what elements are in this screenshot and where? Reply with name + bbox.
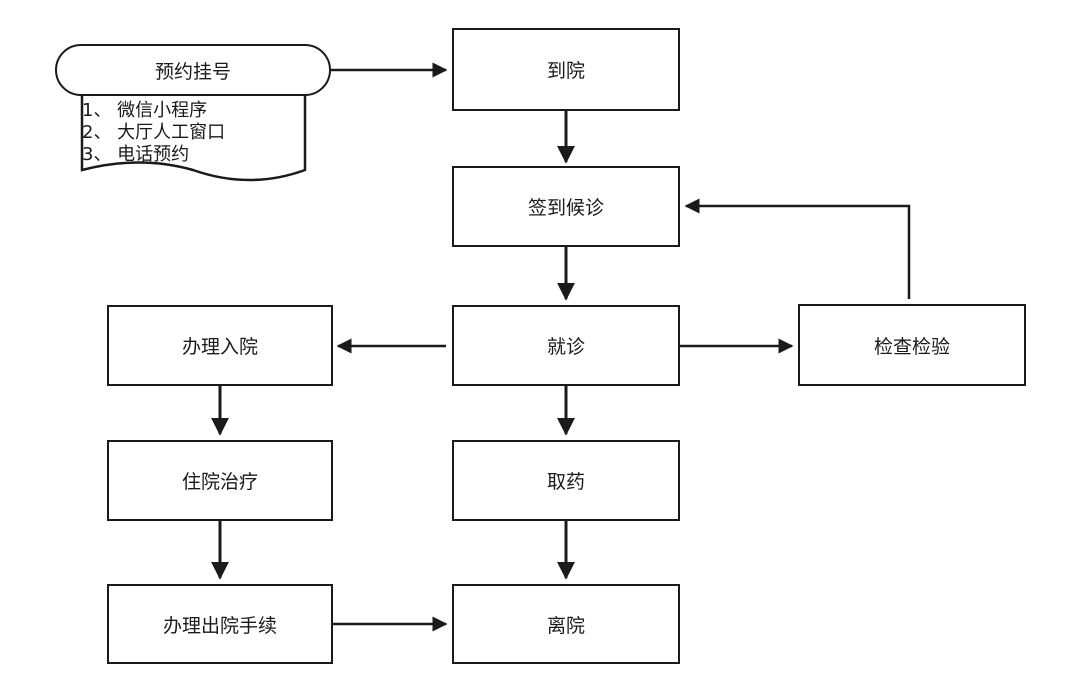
node-pharmacy: 取药: [452, 440, 680, 521]
node-consult-label: 就诊: [546, 336, 585, 358]
node-booking: 预约挂号: [55, 44, 331, 96]
node-arrive: 到院: [452, 28, 680, 111]
booking-methods-list: 1、 微信小程序 2、 大厅人工窗口 3、 电话预约: [82, 100, 322, 166]
node-discharge-procedures: 办理出院手续: [107, 584, 333, 664]
node-leave-label: 离院: [546, 614, 585, 637]
node-pharmacy-label: 取药: [546, 471, 585, 493]
edge-exam-to-checkin: [684, 198, 911, 299]
node-discharge-procedures-label: 办理出院手续: [162, 614, 277, 637]
node-admission-label: 办理入院: [181, 336, 258, 358]
node-admission: 办理入院: [107, 305, 333, 386]
booking-methods-document: [80, 68, 307, 182]
node-exam-label: 检查检验: [873, 335, 950, 358]
node-exam: 检查检验: [798, 304, 1026, 386]
booking-method-item: 3、 电话预约: [82, 144, 190, 165]
node-arrive-label: 到院: [546, 60, 585, 82]
booking-method-item: 2、 大厅人工窗口: [82, 122, 226, 143]
booking-method-item: 1、 微信小程序: [82, 100, 208, 121]
node-booking-label: 预约挂号: [154, 60, 231, 83]
node-checkin-wait: 签到候诊: [452, 166, 680, 247]
node-inpatient: 住院治疗: [107, 440, 333, 521]
node-leave: 离院: [452, 584, 680, 664]
node-consult: 就诊: [452, 305, 680, 386]
node-inpatient-label: 住院治疗: [181, 471, 258, 493]
node-checkin-wait-label: 签到候诊: [527, 197, 604, 219]
